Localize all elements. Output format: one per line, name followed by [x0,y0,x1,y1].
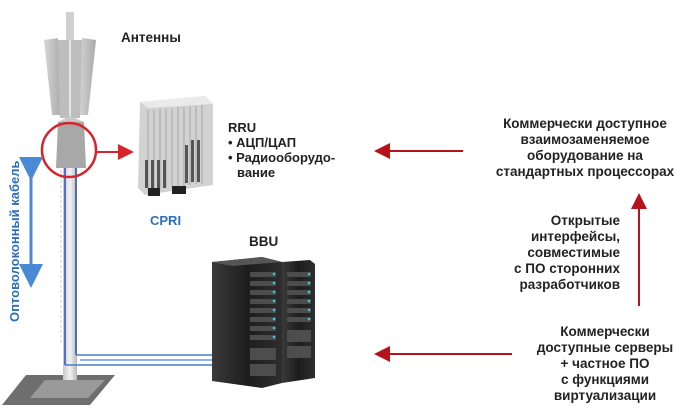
antenna-panel [44,38,62,115]
text-line: разработчиков [519,277,620,292]
highlight-circle [40,121,98,179]
text-line: Коммерчески доступное [503,116,667,131]
text-line: Открытые [550,213,620,228]
server-rack-icon [212,257,315,388]
servers-text-block: Коммерчески доступные серверы + частное … [520,324,690,404]
rru-bullet-continued: вание [237,165,276,180]
rru-bullet: • АЦП/ЦАП [228,135,297,150]
text-line: с функциями [560,372,650,387]
antenna-tower-icon [2,12,215,405]
rru-block: RRU • АЦП/ЦАП • Радиооборудо- вание [228,120,335,180]
rru-bullet: • Радиооборудо- [228,150,336,165]
text-line: оборудование на [527,148,643,163]
cpri-label: CPRI [150,213,182,228]
text-line: + частное ПО [560,356,650,371]
text-line: Коммерчески [560,324,650,339]
text-line: с ПО сторонних [513,261,620,276]
hardware-text-block: Коммерчески доступное взаимозаменяемое о… [480,116,690,180]
text-line: стандартных процессорах [495,164,675,179]
text-line: взаимозаменяемое [520,132,650,147]
tower-pole [63,150,77,380]
antenna-panel [78,38,96,115]
antennas-label: Антенны [121,30,181,45]
text-line: виртуализации [553,388,657,403]
fiber-cable-label: Оптоволоконный кабель [7,160,22,323]
text-line: совместимые [527,245,620,260]
text-line: доступные серверы [536,340,674,355]
rru-title: RRU [228,120,257,135]
text-line: интерфейсы, [530,229,620,244]
interfaces-text-block: Открытые интерфейсы, совместимые с ПО ст… [490,213,620,293]
rru-unit-icon [138,96,213,196]
bbu-label: BBU [249,234,279,249]
